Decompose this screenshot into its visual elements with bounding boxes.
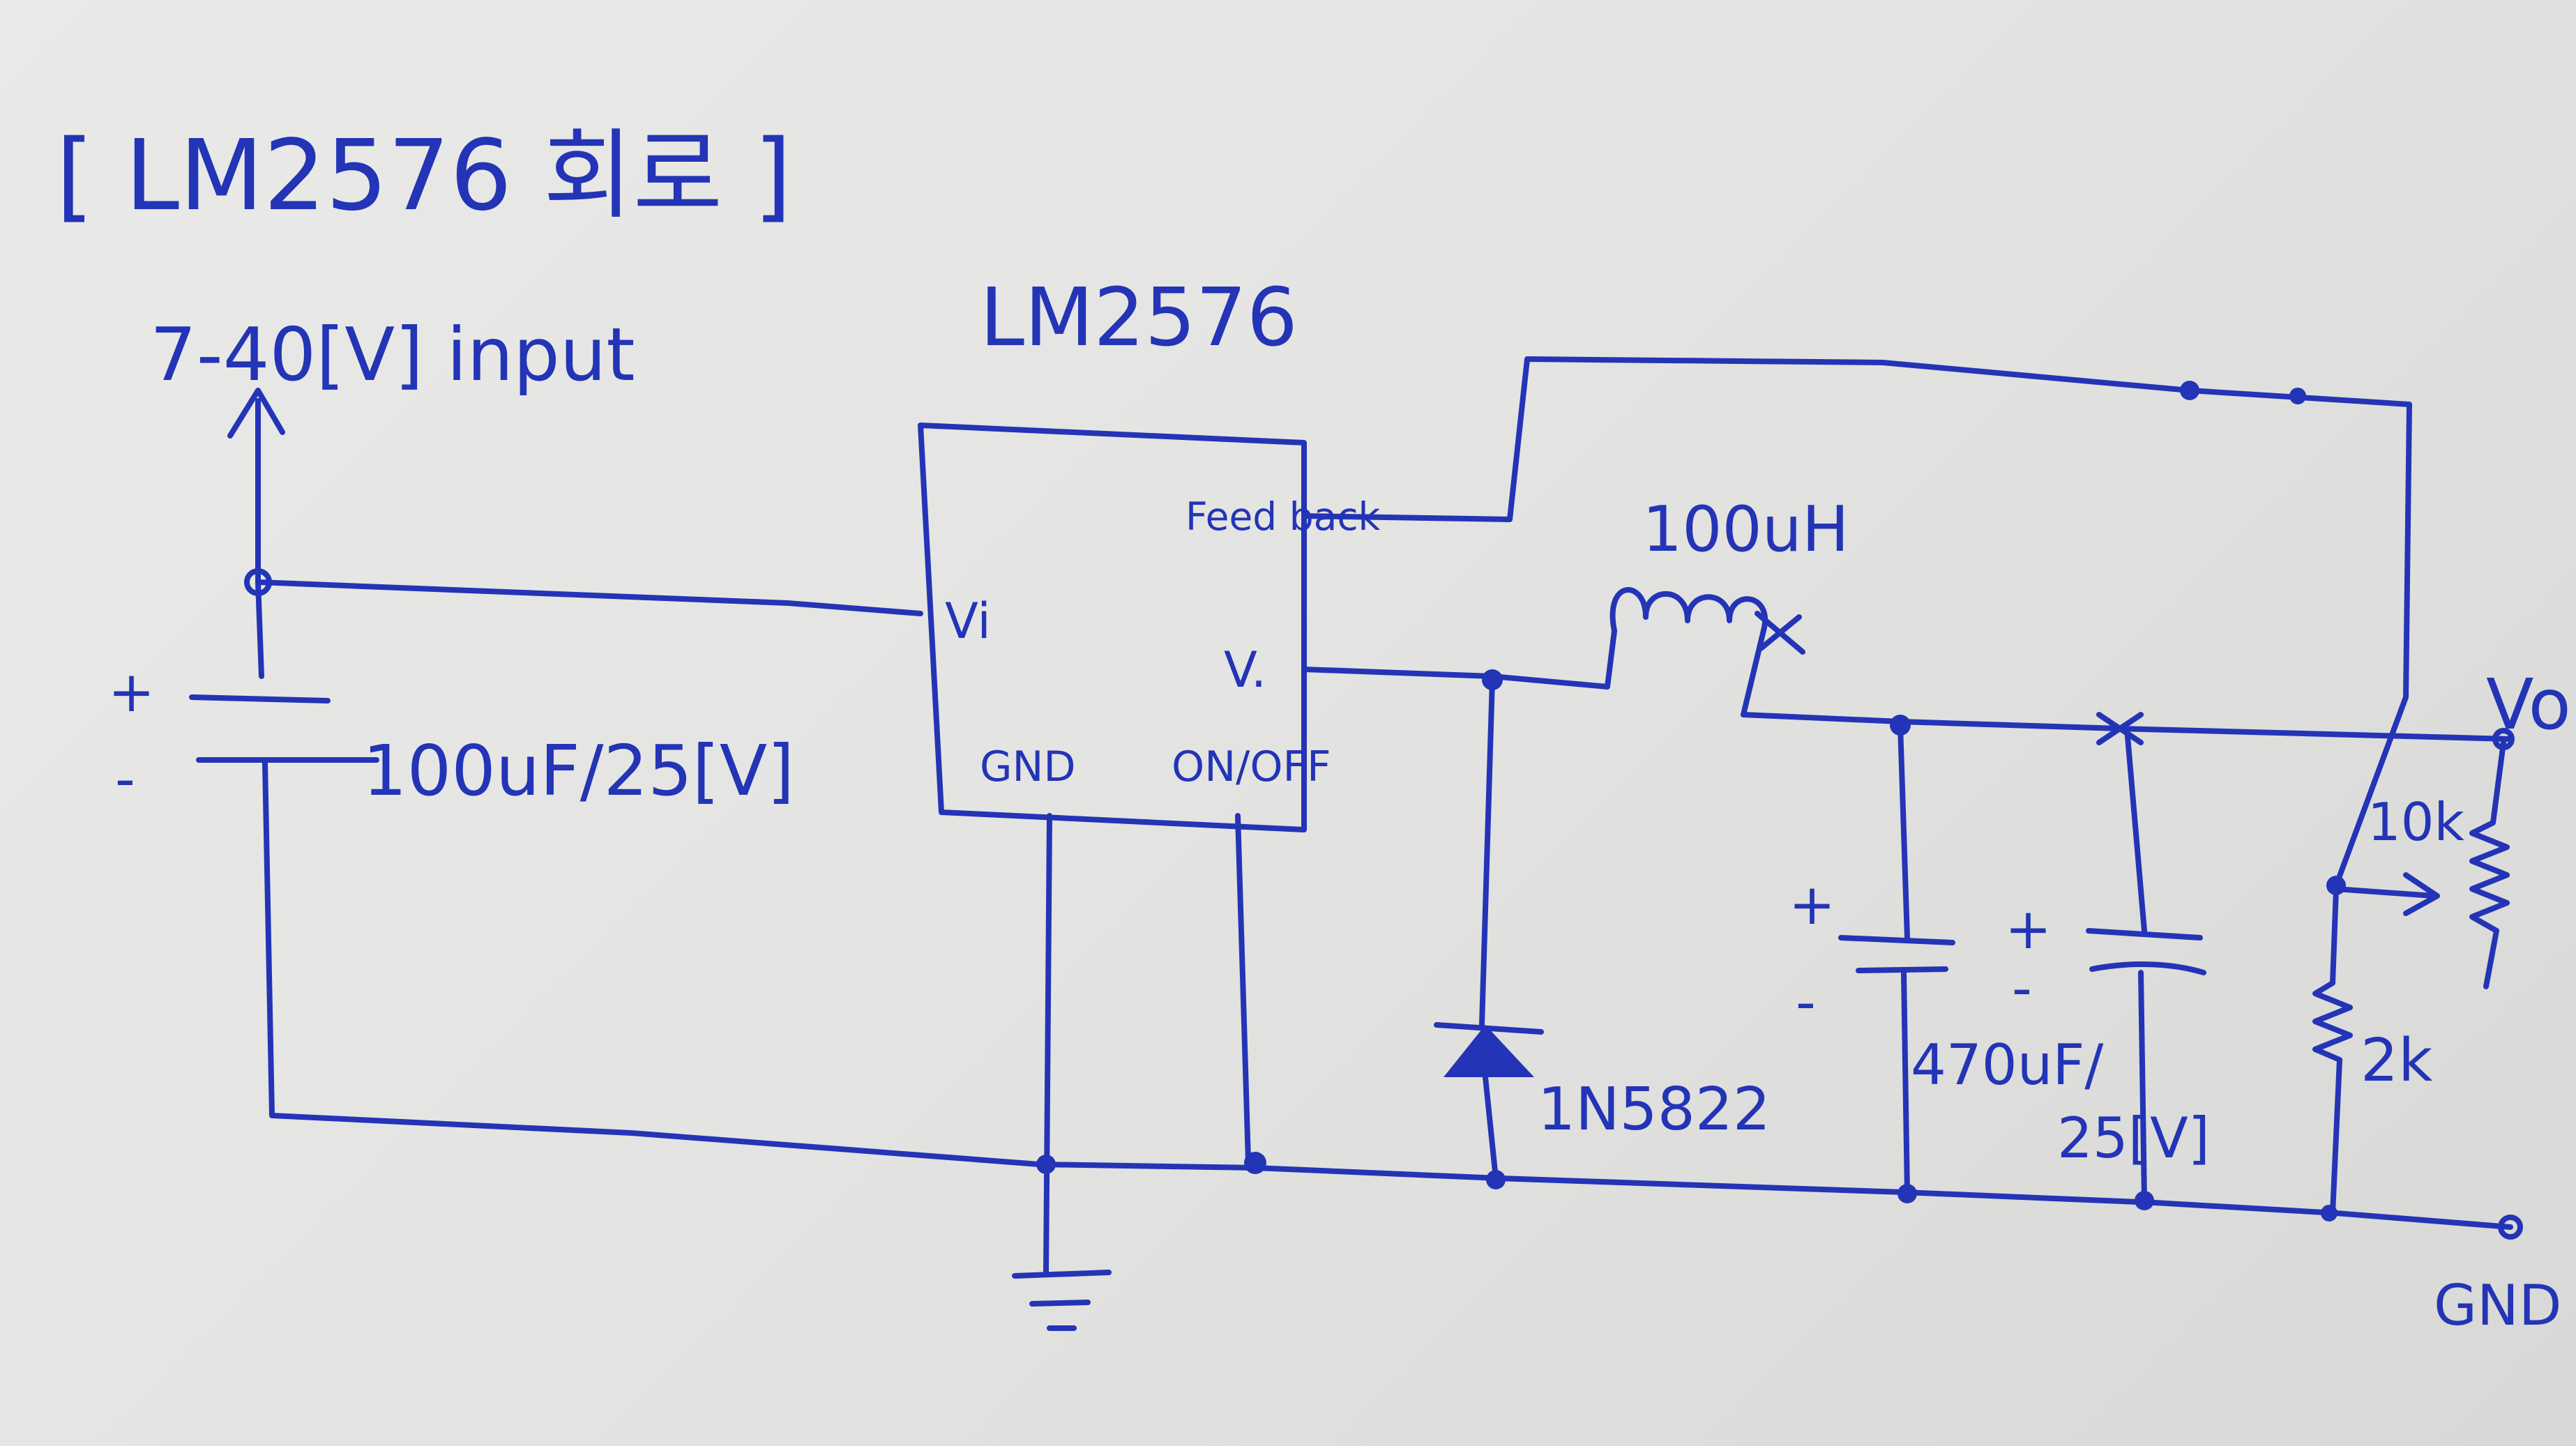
input-cap-plus: + [108, 660, 155, 724]
pin-label-onoff: ON/OFF [1172, 743, 1331, 791]
wire-input-to-cap [255, 579, 264, 679]
diode-cathode-bar [1434, 1022, 1544, 1035]
cap1-minus: - [1796, 970, 1816, 1035]
input-cap-label: 100uF/25[V] [363, 730, 794, 812]
ic-ground [1012, 813, 1112, 1331]
cap2-plate-bottom [2089, 961, 2206, 975]
wire-feedback [1301, 356, 2412, 888]
cap1-plate-bottom [1856, 966, 1948, 973]
inductor-label: 100uH [1642, 493, 1849, 566]
potentiometer-10k [2469, 740, 2510, 989]
cap2-plus: + [2005, 897, 2052, 961]
ic-body [918, 423, 1307, 832]
cap2-plate-top [2086, 928, 2203, 941]
schematic-title: [ LM2576 회로 ] [56, 119, 791, 233]
pin-label-gnd: GND [980, 743, 1076, 791]
output-caps-label-line2: 25[V] [2057, 1106, 2210, 1171]
earth-symbol [1012, 1270, 1112, 1331]
output-capacitors: + - + - 470uF/ 25[V] [1789, 722, 2210, 1203]
pin-label-vin: Vi [945, 593, 991, 650]
input-cap-minus: - [115, 747, 135, 812]
cap1-plus: + [1789, 872, 1835, 937]
cap2-lead-bottom [2138, 970, 2147, 1203]
cap1-lead-bottom [1901, 970, 1910, 1196]
inductor-cross-mark [1755, 611, 1805, 655]
pot-wiper [2333, 872, 2440, 916]
pot-label: 10k [2367, 791, 2464, 853]
ic-name-label: LM2576 [980, 271, 1298, 365]
inductor-lead-out [1741, 625, 1767, 717]
diode-lead-bottom [1483, 1074, 1499, 1181]
lm2576-ic: Vi Feed back V. GND ON/OFF [918, 423, 1381, 832]
pin-label-vout: V. [1224, 641, 1266, 699]
cap2-minus: - [2012, 956, 2032, 1021]
freewheel-diode: 1N5822 [1434, 677, 1771, 1181]
node-feedback-1 [2180, 381, 2199, 400]
wire-input-to-vin [255, 579, 923, 616]
cap1-lead-top [1897, 722, 1910, 941]
input-section: + - 100uF/25[V] [108, 388, 1042, 1167]
resistor-2k [2312, 886, 2353, 1216]
input-voltage-label: 7-40[V] input [150, 312, 635, 397]
node-feedback-2 [2289, 388, 2306, 404]
wire-output-rail [1741, 712, 2513, 742]
wire-vout-to-inductor [1301, 628, 1617, 690]
output-junction-mark [2096, 712, 2144, 745]
diode-triangle [1444, 1025, 1534, 1077]
terminal-gnd [2498, 1215, 2523, 1240]
inductor-coil [1609, 587, 1768, 634]
inductor: 100uH [1609, 493, 1849, 717]
output-label: Vo [2486, 664, 2571, 745]
resistor-label: 2k [2361, 1026, 2432, 1095]
input-cap-plate-top [189, 694, 331, 703]
cap1-plate-top [1838, 935, 1955, 945]
input-arrow [227, 388, 285, 585]
ground-rail-wire [1036, 1162, 2513, 1230]
output-caps-label-line1: 470uF/ [1911, 1033, 2103, 1097]
diode-lead-top [1479, 677, 1495, 1028]
wire-onoff-to-ground [1235, 813, 1251, 1164]
diode-label: 1N5822 [1538, 1075, 1771, 1144]
wire-ic-gnd [1043, 813, 1052, 1275]
wire-cap-to-ground [262, 761, 1042, 1167]
feedback-divider: 10k 2k [2312, 740, 2510, 1216]
cap2-lead-top [2124, 726, 2147, 934]
gnd-terminal-label: GND [2434, 1273, 2561, 1338]
